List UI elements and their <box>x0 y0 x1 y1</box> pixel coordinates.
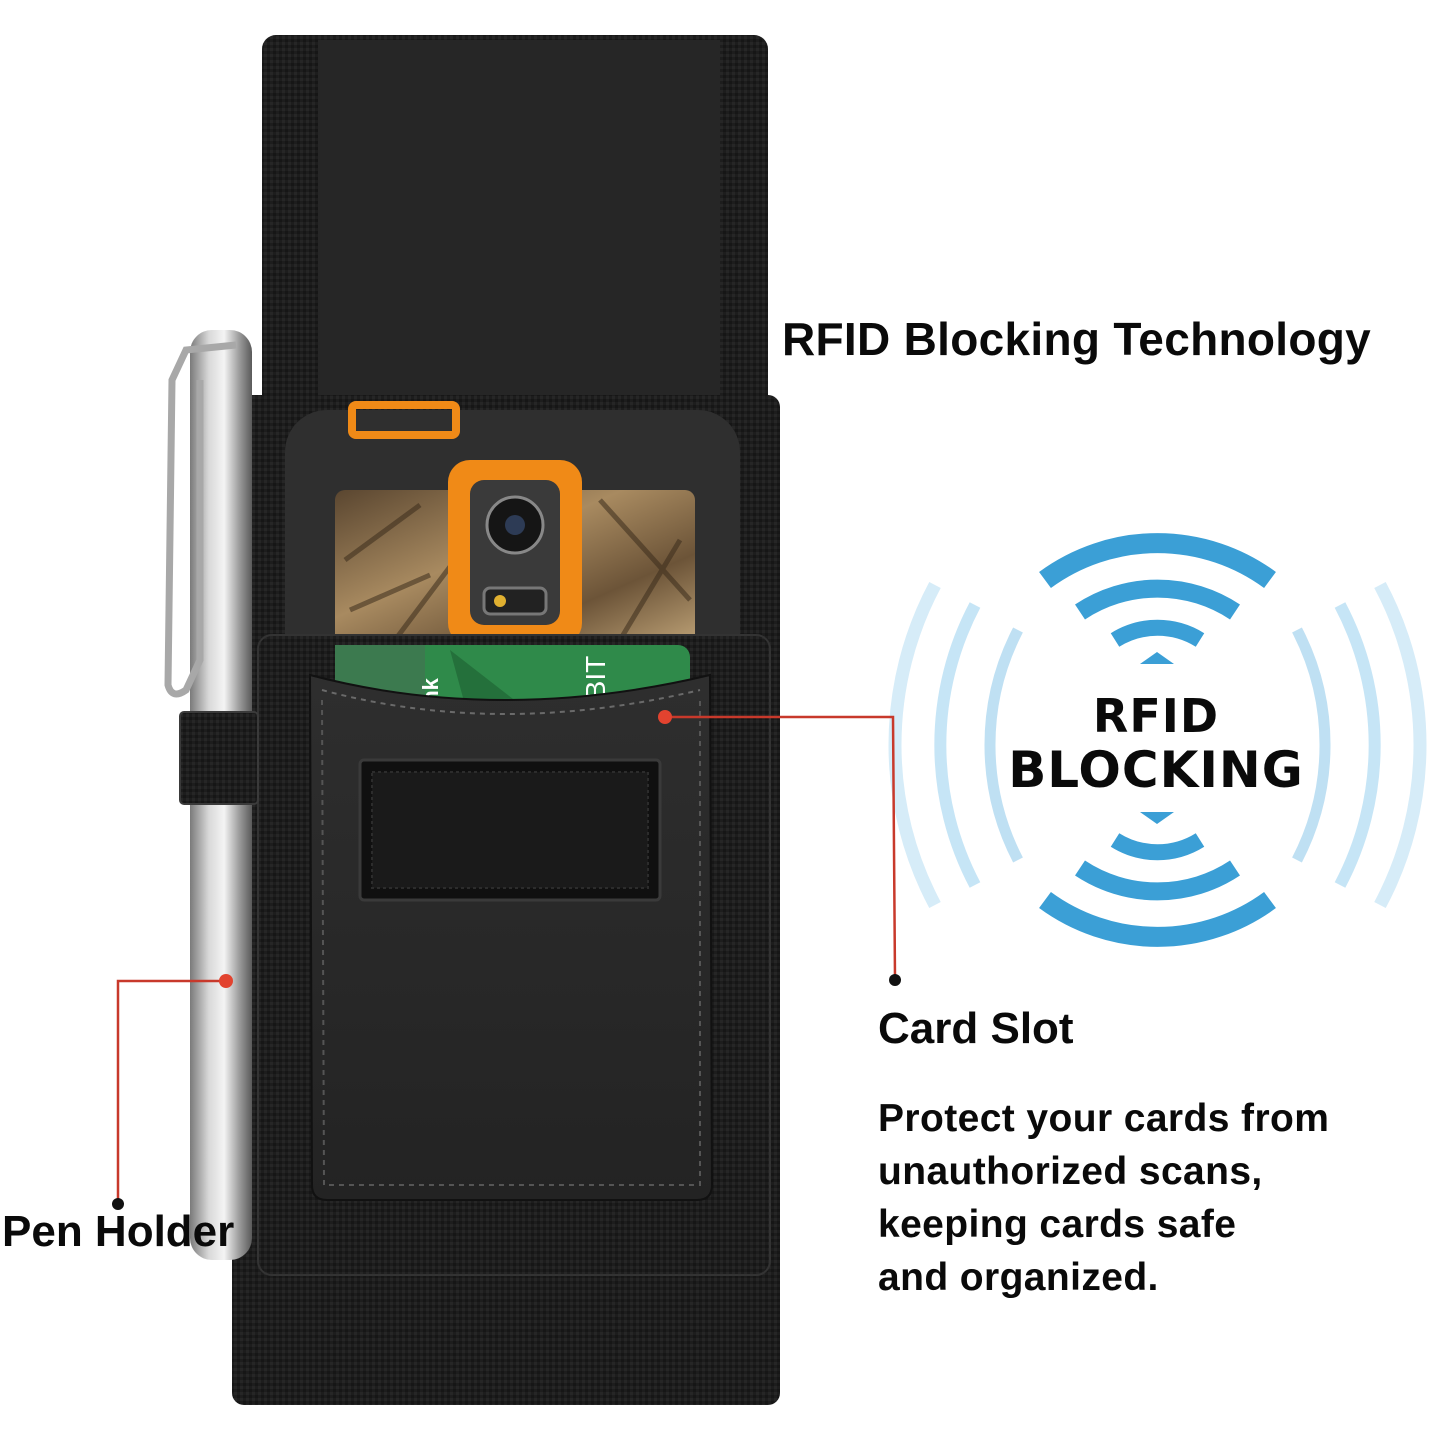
card-slot-label: Card Slot <box>878 1004 1074 1053</box>
rfid-badge-line2: BLOCKING <box>1008 741 1304 799</box>
description-line: keeping cards safe <box>878 1203 1237 1246</box>
description-line: Protect your cards from <box>878 1097 1330 1140</box>
phone <box>285 401 740 710</box>
pen <box>164 330 259 1260</box>
pen-holder-callout-line <box>112 974 233 1210</box>
feature-description: Protect your cards from unauthorized sca… <box>878 1092 1438 1304</box>
card-slot-callout-line <box>658 710 901 986</box>
pen-holder-label: Pen Holder <box>2 1207 235 1256</box>
flash-icon <box>482 586 548 616</box>
description-line: and organized. <box>878 1256 1159 1299</box>
rfid-badge-label: RFID BLOCKING <box>960 690 1352 798</box>
headline: RFID Blocking Technology <box>782 313 1372 365</box>
card-slot-panel <box>308 673 714 1201</box>
pen-holder-strap <box>179 711 259 805</box>
rfid-signal-icon <box>888 533 1427 947</box>
description-line: unauthorized scans, <box>878 1150 1263 1193</box>
pen-clip <box>164 341 237 698</box>
rfid-badge-line1: RFID <box>1092 689 1220 743</box>
phone-orange-port <box>348 401 460 439</box>
